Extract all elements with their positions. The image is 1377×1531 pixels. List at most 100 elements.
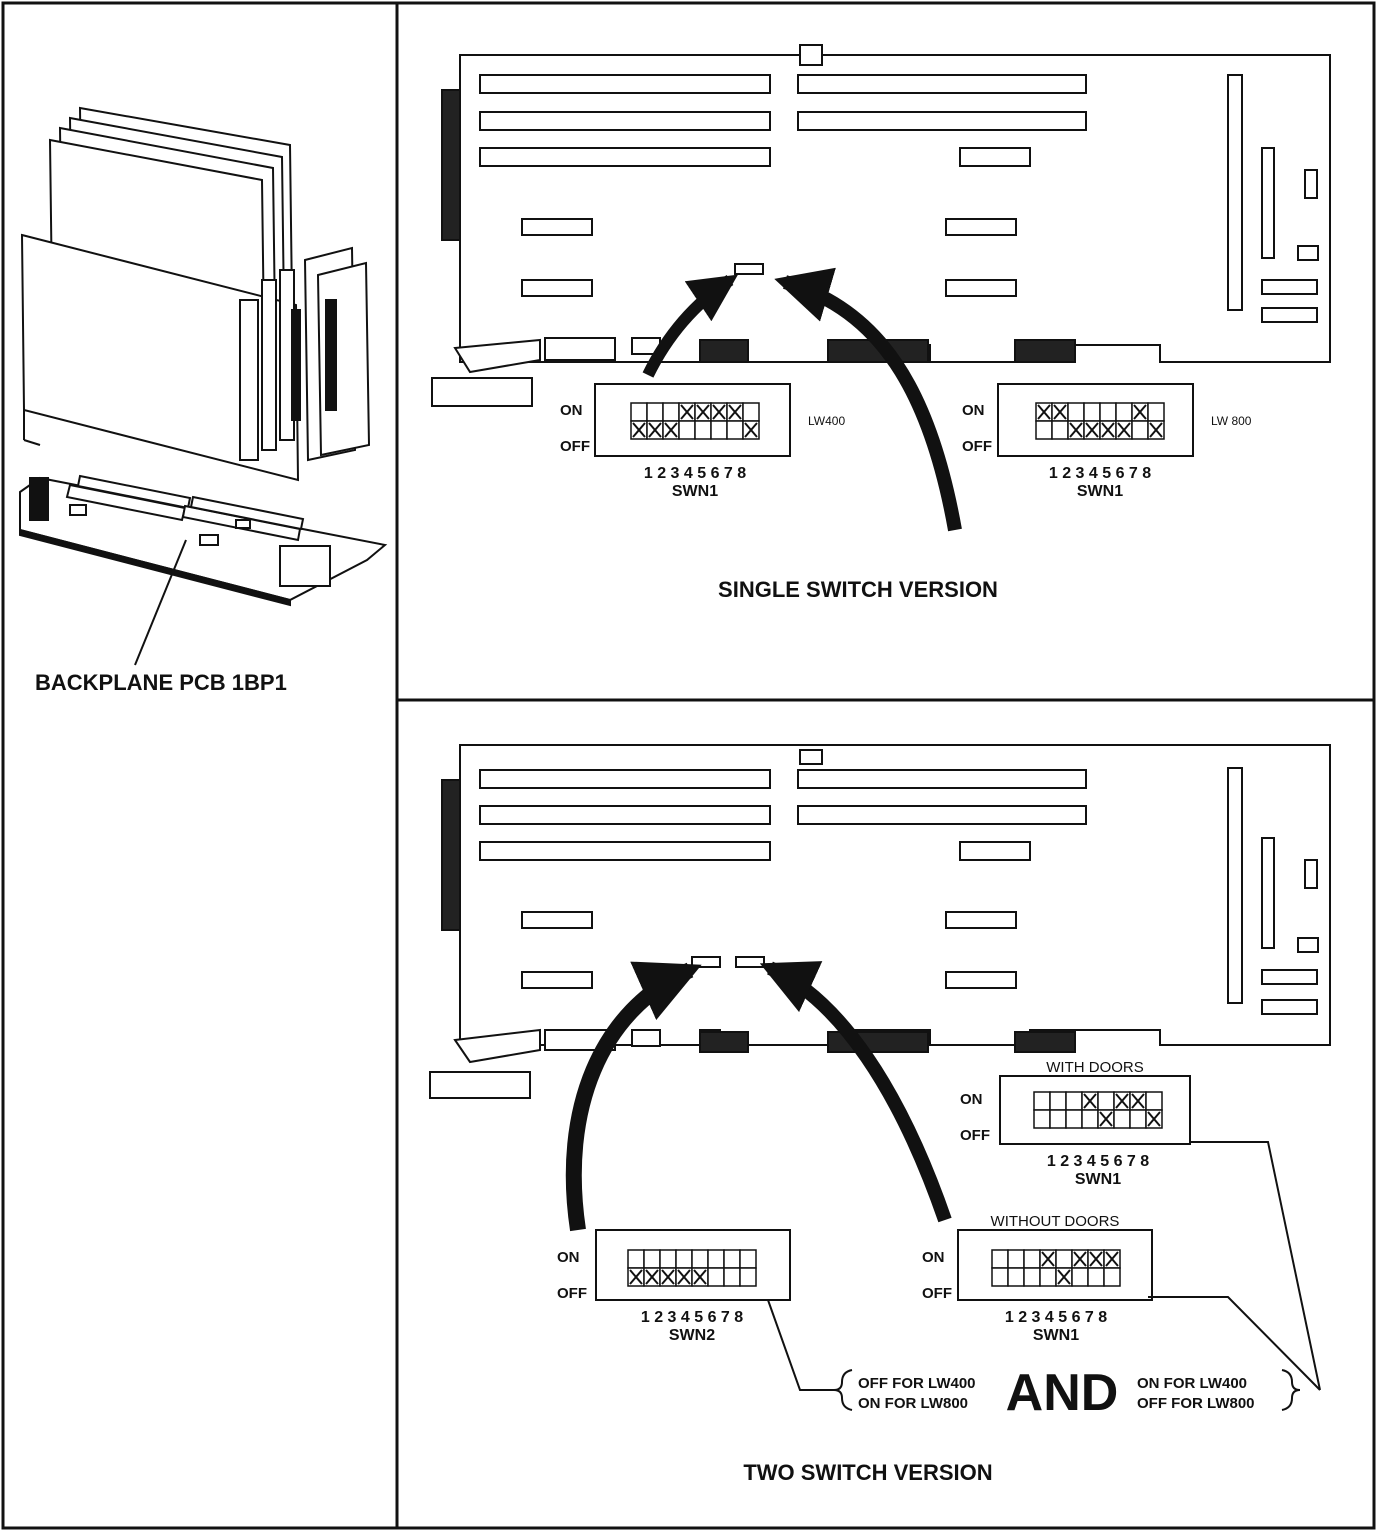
note-leader-lines <box>767 1141 1321 1411</box>
two-switch-title: TWO SWITCH VERSION <box>743 1460 992 1485</box>
switch-cross <box>664 422 678 438</box>
switch-on-label: ON <box>560 402 583 419</box>
switch-cross <box>632 422 646 438</box>
switch-heading: WITHOUT DOORS <box>991 1213 1120 1230</box>
switch-cell <box>678 420 696 440</box>
switch-position-numbers: 1 2 3 4 5 6 7 8 <box>1049 465 1151 482</box>
switch-cross <box>693 1269 707 1285</box>
switch-cross <box>1083 1093 1097 1109</box>
switch-cell <box>630 402 648 422</box>
switch-cell <box>1007 1267 1025 1287</box>
switch-cross <box>1115 1093 1129 1109</box>
switch-cross <box>1073 1251 1087 1267</box>
switch-off-label: OFF <box>962 438 992 455</box>
switch-cell <box>739 1249 757 1269</box>
switch-name: SWN1 <box>1075 1171 1121 1188</box>
switch-cell <box>1145 1091 1163 1111</box>
switch-cell <box>646 402 664 422</box>
bottom-switch-location-swn1 <box>735 956 765 968</box>
switch-cell <box>1007 1249 1025 1269</box>
switch-cell <box>1081 1109 1099 1129</box>
switch-heading: WITH DOORS <box>1046 1059 1144 1076</box>
note-left-line-1: OFF FOR LW400 <box>858 1375 976 1392</box>
switch-cell <box>1049 1091 1067 1111</box>
switch-cell <box>1049 1109 1067 1129</box>
switch-cross <box>648 422 662 438</box>
switch-cross <box>744 422 758 438</box>
switch-cell <box>1099 402 1117 422</box>
switch-cell <box>659 1249 677 1269</box>
switch-cell <box>1035 420 1053 440</box>
switch-cross <box>1149 422 1163 438</box>
switch-off-label: OFF <box>960 1127 990 1144</box>
switch-cell <box>991 1267 1009 1287</box>
switch-cell <box>1055 1249 1073 1269</box>
switch-cell <box>1083 402 1101 422</box>
switch-cell <box>1023 1267 1041 1287</box>
switch-cross <box>1069 422 1083 438</box>
switch-cross <box>1057 1269 1071 1285</box>
switch-position-numbers: 1 2 3 4 5 6 7 8 <box>1005 1309 1107 1326</box>
switch-cross <box>696 404 710 420</box>
switch-on-label: ON <box>960 1091 983 1108</box>
switch-cell <box>1087 1267 1105 1287</box>
top-switch-location <box>734 263 764 275</box>
switch-cross <box>1131 1093 1145 1109</box>
switch-on-label: ON <box>922 1249 945 1266</box>
bottom-pcb-board <box>429 744 1331 1099</box>
switch-position-numbers: 1 2 3 4 5 6 7 8 <box>1047 1153 1149 1170</box>
switch-cell <box>1115 402 1133 422</box>
switch-cross <box>629 1269 643 1285</box>
backplane-label: BACKPLANE PCB 1BP1 <box>35 670 287 695</box>
switch-on-label: ON <box>557 1249 580 1266</box>
switch-cross <box>1101 422 1115 438</box>
switch-cross <box>1037 404 1051 420</box>
switch-cell <box>707 1249 725 1269</box>
switch-cross <box>645 1269 659 1285</box>
switch-cross <box>680 404 694 420</box>
switch-off-label: OFF <box>560 438 590 455</box>
switch-cell <box>1097 1091 1115 1111</box>
switch-cell <box>1067 402 1085 422</box>
switch-cross <box>1099 1111 1113 1127</box>
note-left-line-2: ON FOR LW800 <box>858 1395 968 1412</box>
card-cage-illustration <box>19 106 388 607</box>
switch-cell <box>1033 1091 1051 1111</box>
switch-cell <box>742 402 760 422</box>
note-right-line-2: OFF FOR LW800 <box>1137 1395 1255 1412</box>
switch-position-numbers: 1 2 3 4 5 6 7 8 <box>644 465 746 482</box>
and-label: AND <box>1006 1364 1119 1422</box>
switch-off-label: OFF <box>557 1285 587 1302</box>
switch-cell <box>1065 1109 1083 1129</box>
switch-cross <box>1089 1251 1103 1267</box>
switch-model-tag: LW 800 <box>1211 414 1252 428</box>
switch-cross <box>1133 404 1147 420</box>
switch-name: SWN1 <box>672 483 718 500</box>
switch-cell <box>675 1249 693 1269</box>
switch-cell <box>1039 1267 1057 1287</box>
switch-cell <box>627 1249 645 1269</box>
bottom-arrows <box>565 961 952 1232</box>
switch-cross <box>661 1269 675 1285</box>
switch-cell <box>710 420 728 440</box>
switch-cell <box>1129 1109 1147 1129</box>
switch-cell <box>1131 420 1149 440</box>
switch-cross <box>728 404 742 420</box>
top-pcb-board <box>431 44 1331 407</box>
switch-position-numbers: 1 2 3 4 5 6 7 8 <box>641 1309 743 1326</box>
switch-cell <box>1113 1109 1131 1129</box>
switch-cell <box>1051 420 1069 440</box>
switch-cell <box>707 1267 725 1287</box>
top-arrows <box>642 267 962 532</box>
bottom-switch-location-swn2 <box>691 956 721 968</box>
switch-cell <box>991 1249 1009 1269</box>
switch-model-tag: LW400 <box>808 414 845 428</box>
switch-name: SWN2 <box>669 1327 715 1344</box>
single-switch-title: SINGLE SWITCH VERSION <box>718 577 998 602</box>
